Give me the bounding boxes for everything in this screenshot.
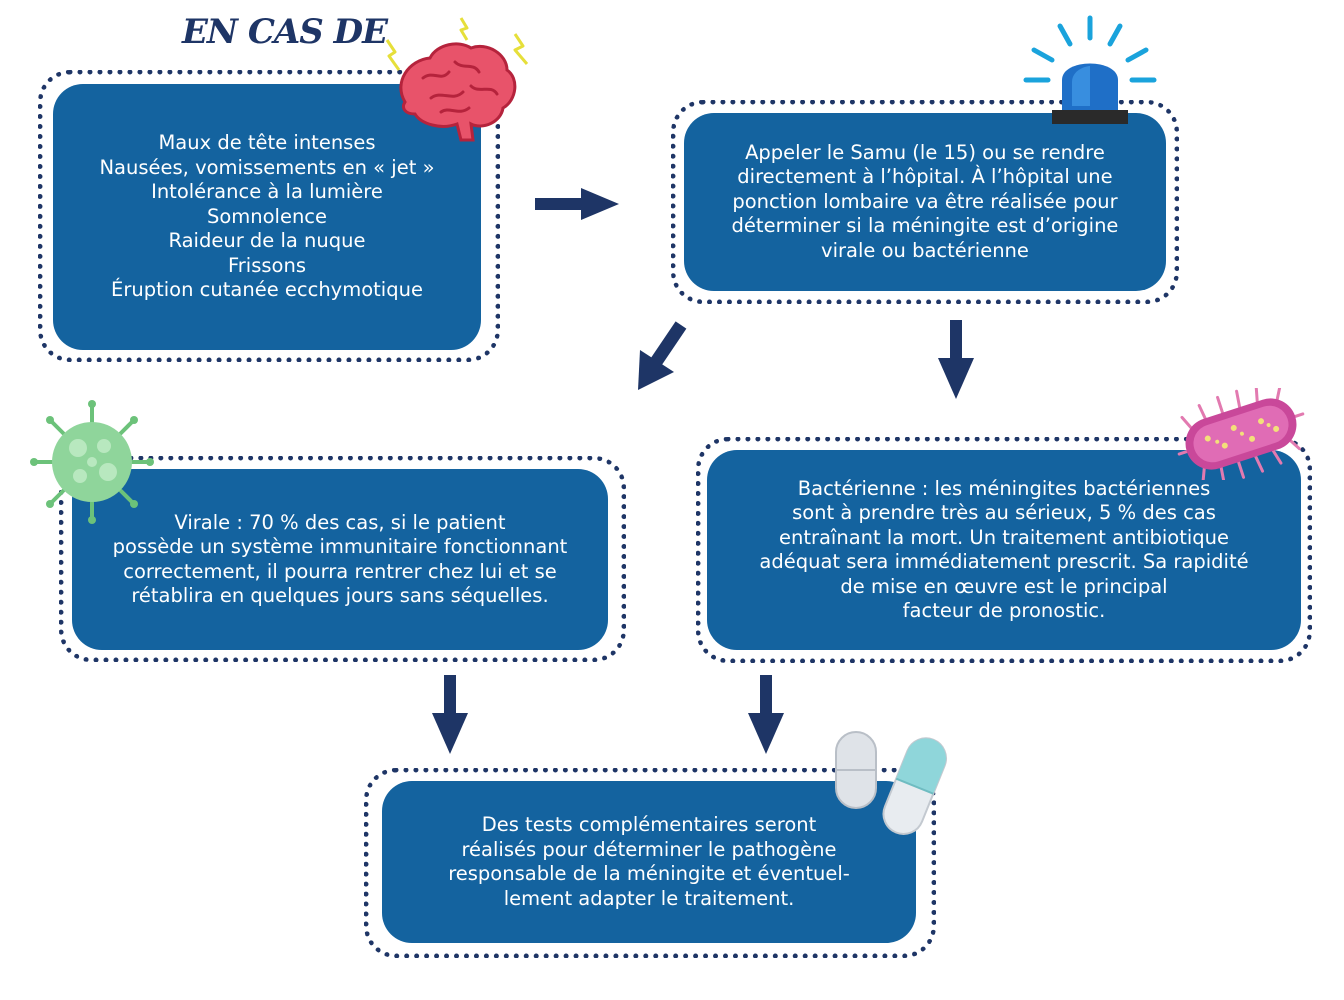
- arrow-down-bacterial-to-tests: [748, 675, 784, 754]
- tests-line: lement adapter le traitement.: [503, 886, 795, 910]
- bacterial-box-border: [696, 437, 1312, 663]
- bacterial-line: entraînant la mort. Un traitement antibi…: [778, 525, 1230, 549]
- brain-icon: [385, 17, 529, 142]
- call-line: directement à l’hôpital. À l’hôpital une: [737, 165, 1113, 189]
- symptoms-box: Maux de tête intenses Nausées, vomisseme…: [53, 84, 481, 350]
- tests-box-border: [364, 768, 936, 958]
- arrow-right: [535, 188, 619, 220]
- symptom-line: Éruption cutanée ecchymotique: [111, 278, 423, 302]
- tests-line: réalisés pour déterminer le pathogène: [461, 837, 837, 861]
- virus-icon: [30, 400, 154, 524]
- bacterial-box: Bactérienne : les méningites bactérienne…: [707, 450, 1301, 650]
- arrow-down-viral-to-tests: [432, 675, 468, 754]
- viral-box-border: [59, 456, 626, 662]
- call-samu-box: Appeler le Samu (le 15) ou se rendre dir…: [684, 113, 1166, 291]
- bacterial-line: Bactérienne : les méningites bactérienne…: [797, 476, 1211, 500]
- arrow-diagonal-down-left: [638, 321, 687, 390]
- viral-line: possède un système immunitaire fonctionn…: [112, 535, 568, 558]
- tests-line: responsable de la méningite et éventuel-: [448, 862, 850, 885]
- call-line: virale ou bactérienne: [821, 238, 1029, 262]
- siren-icon: [1023, 15, 1157, 124]
- viral-box: Virale : 70 % des cas, si le patient pos…: [72, 469, 608, 650]
- call-line: Appeler le Samu (le 15) ou se rendre: [745, 140, 1105, 164]
- symptom-line: Somnolence: [206, 204, 328, 228]
- bacterial-line: sont à prendre très au sérieux, 5 % des …: [792, 501, 1216, 524]
- bacterial-line: adéquat sera immédiatement prescrit. Sa …: [759, 550, 1249, 573]
- bacterium-icon: [1177, 388, 1305, 480]
- tests-box: Des tests complémentaires seront réalisé…: [382, 781, 916, 943]
- symptom-line: Raideur de la nuque: [168, 229, 366, 253]
- viral-line: correctement, il pourra rentrer chez lui…: [123, 559, 557, 583]
- call-line: ponction lombaire va être réalisée pour: [732, 189, 1118, 213]
- page-title: EN CAS DE: [182, 12, 388, 52]
- symptom-line: Frissons: [227, 253, 306, 277]
- bacterial-line: facteur de pronostic.: [902, 599, 1106, 622]
- arrow-down-bacterial: [938, 320, 974, 399]
- viral-line: Virale : 70 % des cas, si le patient: [174, 510, 506, 534]
- symptom-line: Intolérance à la lumière: [151, 180, 383, 204]
- pills-icon: [835, 731, 947, 835]
- symptoms-box-border: [38, 70, 500, 362]
- symptom-line: Nausées, vomissements en « jet »: [99, 155, 435, 179]
- call-line: déterminer si la méningite est d’origine: [731, 214, 1119, 238]
- symptom-line: Maux de tête intenses: [158, 131, 376, 155]
- call-box-border: [671, 100, 1179, 304]
- viral-line: rétablira en quelques jours sans séquell…: [131, 584, 549, 607]
- bacterial-line: de mise en œuvre est le principal: [840, 574, 1168, 598]
- tests-line: Des tests complémentaires seront: [481, 813, 817, 836]
